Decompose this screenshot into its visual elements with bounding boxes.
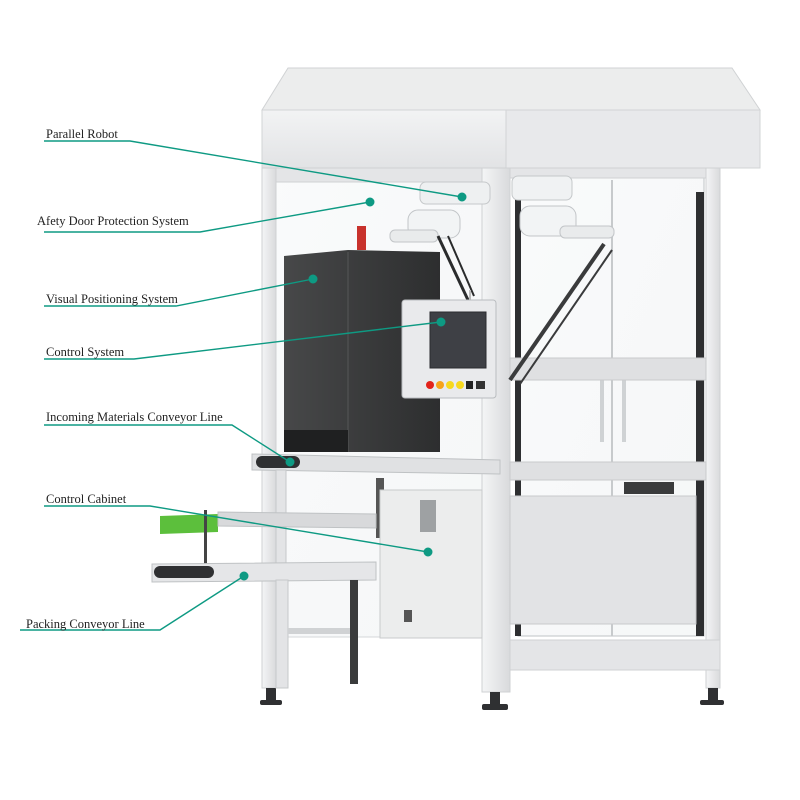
leader-safety-door [44, 201, 371, 233]
control-panel [401, 290, 497, 399]
label-packing-conveyor: Packing Conveyor Line [26, 617, 145, 631]
packing-conveyor [151, 561, 377, 689]
leader-visual-positioning [44, 278, 314, 307]
leader-incoming-conveyor [44, 424, 291, 463]
feet [260, 688, 724, 710]
leader-parallel-robot [44, 140, 463, 198]
label-control-system: Control System [46, 345, 125, 359]
leader-packing-conveyor [20, 575, 245, 631]
label-control-cabinet: Control Cabinet [46, 492, 127, 506]
callout-leaders [20, 140, 467, 631]
control-cabinet [379, 482, 697, 639]
leader-control-cabinet [44, 505, 429, 553]
camera-box [284, 250, 440, 452]
label-visual-positioning: Visual Positioning System [46, 292, 178, 306]
label-safety-door: Afety Door Protection System [37, 214, 189, 228]
parallel-robot [357, 175, 615, 385]
frame-posts [261, 167, 721, 693]
roof [261, 67, 761, 169]
label-parallel-robot: Parallel Robot [46, 127, 118, 141]
label-incoming-conveyor: Incoming Materials Conveyor Line [46, 410, 223, 424]
leader-control-system [44, 321, 442, 360]
